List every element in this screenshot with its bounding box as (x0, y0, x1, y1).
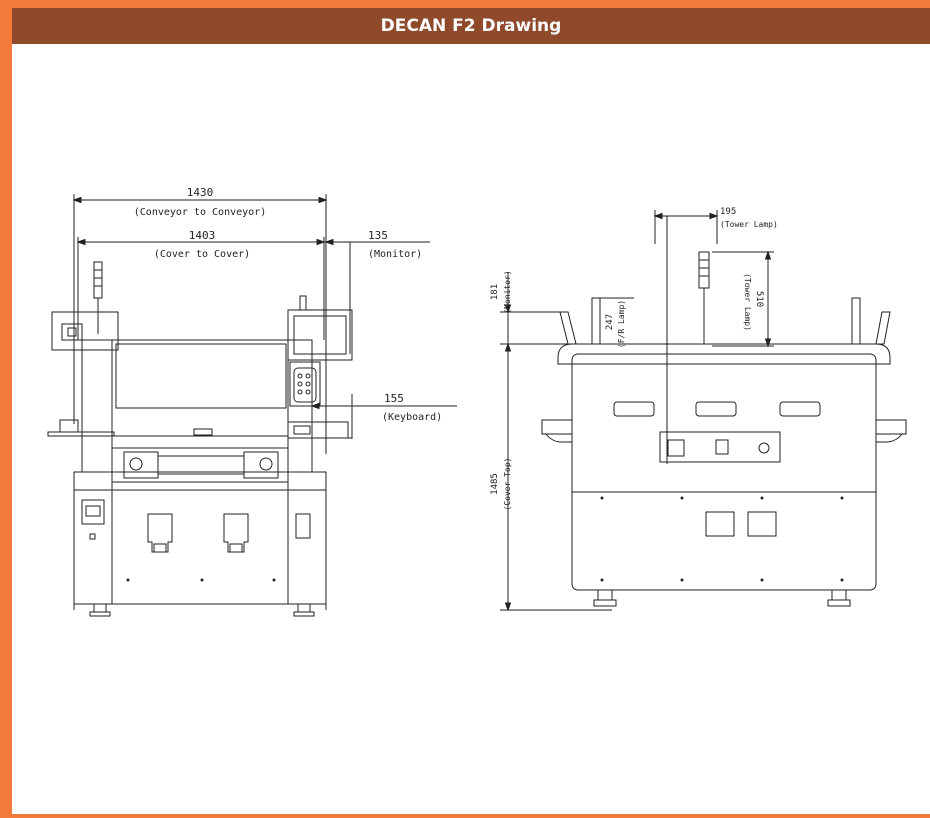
drawing-svg: 1430 (Conveyor to Conveyor) 1403 (Cover … (47, 186, 907, 617)
dim-keyboard-caption: (Keyboard) (382, 412, 442, 423)
side-view: 195 (Tower Lamp) 510 (Tower Lamp) 181 (M… (490, 207, 907, 612)
dim-cover-top-value: 1485 (490, 473, 500, 495)
dim-cover-value: 1403 (189, 229, 216, 242)
page-title: DECAN F2 Drawing (12, 8, 930, 44)
dim-monitor-side-value: 181 (490, 284, 500, 300)
dim-tower-lamp-v-value: 510 (754, 291, 764, 307)
dim-fr-lamp-value: 247 (605, 314, 615, 330)
front-view: 1430 (Conveyor to Conveyor) 1403 (Cover … (47, 186, 457, 617)
dim-conveyor-value: 1430 (187, 186, 214, 199)
dim-cover-top-caption: (Cover Top) (503, 458, 512, 511)
dim-keyboard-value: 155 (384, 392, 404, 405)
dim-tower-lamp-h-caption: (Tower Lamp) (720, 220, 778, 229)
left-accent-band (0, 0, 12, 814)
dim-monitor-side-caption: (Monitor) (503, 270, 512, 313)
top-accent-band (0, 0, 930, 8)
dim-cover-caption: (Cover to Cover) (154, 249, 250, 260)
drawing-canvas: 1430 (Conveyor to Conveyor) 1403 (Cover … (12, 44, 930, 814)
dim-monitor-value: 135 (368, 229, 388, 242)
dim-tower-lamp-v-caption: (Tower Lamp) (743, 273, 752, 331)
dim-monitor-caption: (Monitor) (368, 249, 422, 260)
dim-tower-lamp-h-value: 195 (720, 207, 736, 217)
dim-fr-lamp-caption: (F/R Lamp) (617, 300, 626, 348)
dim-conveyor-caption: (Conveyor to Conveyor) (134, 207, 266, 218)
